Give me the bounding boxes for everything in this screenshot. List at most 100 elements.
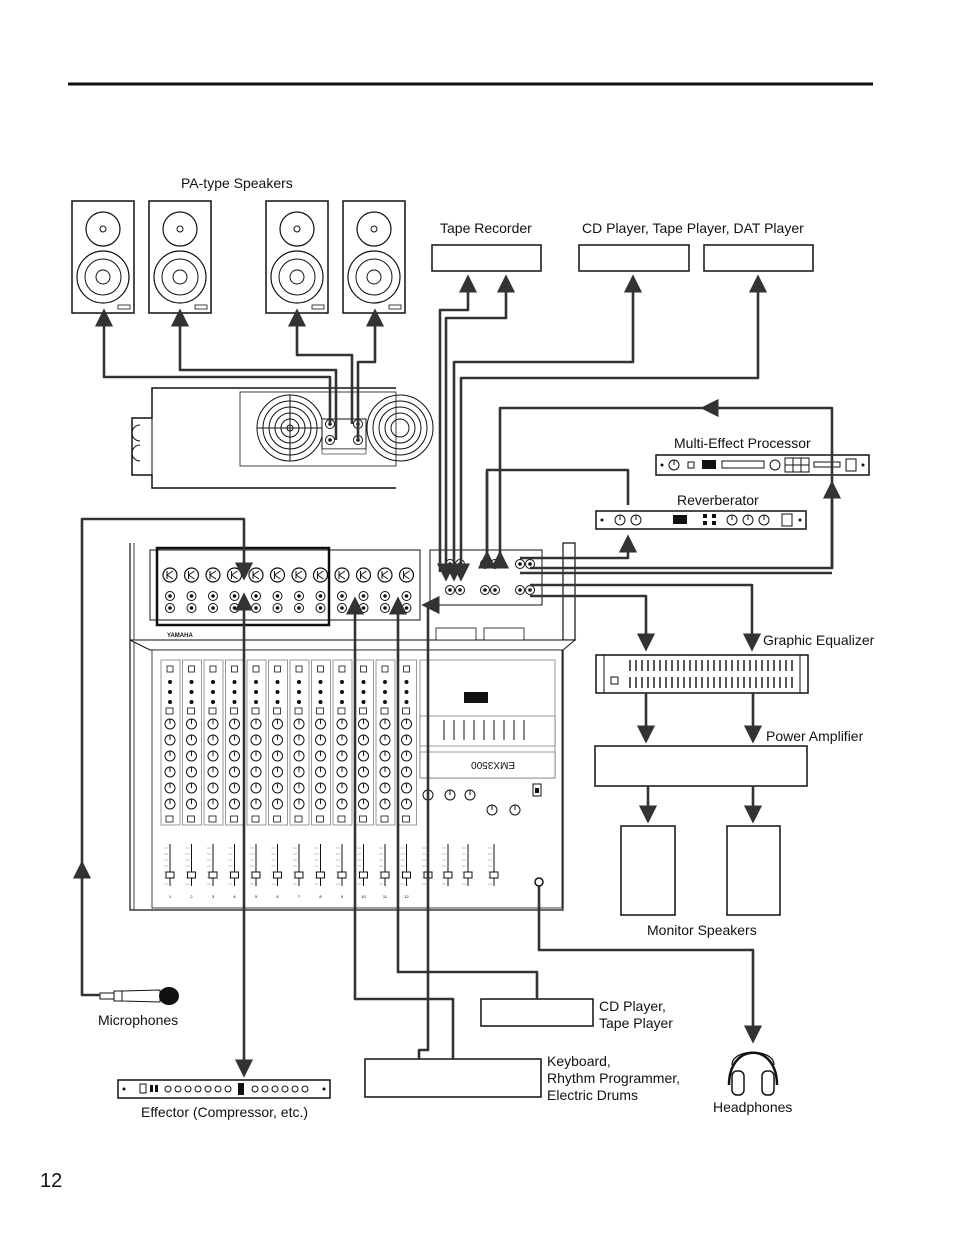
insert-jack-12 [401, 603, 412, 613]
main-power-amplifier [131, 387, 434, 489]
keyboard-line-3: Electric Drums [547, 1087, 639, 1103]
channel-strip-2 [183, 660, 202, 825]
channel-number-1: 1 [169, 894, 172, 899]
line-input-1 [165, 591, 175, 601]
mixer-model: EMX3500 [471, 759, 515, 770]
cd-tape-line-1: CD Player, [599, 998, 666, 1014]
channel-number-6: 6 [276, 894, 279, 899]
line-input-12 [401, 591, 412, 601]
channel-number-5: 5 [255, 894, 258, 899]
cd-tape-player-box [480, 998, 594, 1027]
line-input-2 [186, 591, 197, 601]
xlr-input-8 [312, 567, 329, 583]
cd-tape-dat-label: CD Player, Tape Player, DAT Player [582, 220, 804, 236]
fan-left-icon [256, 394, 324, 462]
page-number: 12 [40, 1170, 63, 1192]
keyboard-line-2: Rhythm Programmer, [547, 1070, 681, 1086]
pa-speakers-label: PA-type Speakers [181, 175, 293, 191]
insert-jack-5 [251, 603, 261, 613]
graphic-equalizer [595, 654, 809, 694]
monitor-speaker-2 [726, 825, 781, 916]
channel-number-12: 12 [404, 894, 409, 899]
reverberator [595, 510, 807, 530]
line-input-8 [315, 591, 326, 601]
line-input-3 [208, 591, 218, 601]
keyboard-line-1: Keyboard, [547, 1053, 611, 1069]
xlr-input-10 [355, 567, 372, 583]
channel-strip-10 [355, 660, 374, 825]
channel-strip-5 [247, 660, 266, 825]
pa-speaker-3 [265, 200, 329, 314]
insert-jack-7 [294, 603, 304, 613]
microphone-icon [99, 987, 179, 1005]
channel-number-10: 10 [361, 894, 366, 899]
effector-label: Effector (Compressor, etc.) [141, 1104, 309, 1120]
keyboard-label: Keyboard, Rhythm Programmer, Electric Dr… [547, 1053, 680, 1104]
channel-strip-6 [269, 660, 288, 825]
channel-strip-11 [376, 660, 395, 825]
pa-speaker-4 [342, 200, 406, 314]
channel-number-9: 9 [341, 894, 344, 899]
pa-speaker-1 [71, 200, 135, 314]
channel-strip-8 [312, 660, 331, 825]
cd-tape-player-label: CD Player, Tape Player [599, 998, 673, 1032]
channel-strip-12 [398, 660, 417, 825]
channel-number-4: 4 [233, 894, 236, 899]
channel-number-2: 2 [190, 894, 193, 899]
xlr-input-4 [226, 567, 243, 583]
phones-jack [534, 877, 544, 887]
mixer-brand: YAMAHA [167, 633, 193, 639]
cd-player-box-1 [578, 244, 690, 272]
monitor-speaker-1 [620, 825, 676, 916]
insert-jack-10 [358, 603, 369, 613]
xlr-input-2 [183, 567, 200, 583]
insert-jack-8 [315, 603, 326, 613]
channel-number-7: 7 [298, 894, 301, 899]
line-input-4 [229, 591, 240, 601]
headphones-label: Headphones [713, 1099, 793, 1115]
xlr-input-6 [269, 567, 286, 583]
insert-jack-2 [186, 603, 197, 613]
line-input-9 [337, 591, 347, 601]
channel-number-3: 3 [212, 894, 215, 899]
xlr-input-5 [248, 567, 264, 583]
monitor-power-amplifier [594, 745, 808, 787]
channel-number-11: 11 [383, 894, 388, 899]
tape-recorder-box [431, 244, 542, 272]
cd-player-box-2 [703, 244, 814, 272]
insert-jack-1 [165, 603, 175, 613]
keyboard-box [364, 1058, 542, 1098]
line-input-5 [251, 591, 261, 601]
xlr-input-11 [377, 567, 393, 583]
line-input-11 [380, 591, 390, 601]
channel-strip-1 [161, 660, 180, 825]
power-amp-label: Power Amplifier [766, 728, 864, 744]
channel-strip-9 [333, 660, 352, 825]
insert-jack-11 [380, 603, 390, 613]
insert-jack-3 [208, 603, 218, 613]
pa-speaker-2 [148, 200, 212, 314]
reverberator-label: Reverberator [677, 492, 759, 508]
channel-number-8: 8 [319, 894, 322, 899]
line-input-6 [272, 591, 283, 601]
connection-cables [72, 274, 842, 1078]
insert-jack-6 [272, 603, 283, 613]
microphones-label: Microphones [98, 1012, 179, 1028]
xlr-input-12 [398, 567, 415, 583]
channel-strip-7 [290, 660, 309, 825]
cd-tape-line-2: Tape Player [599, 1015, 673, 1031]
multi-effect-processor [655, 454, 870, 476]
headphones-icon [727, 1051, 779, 1096]
channel-strip-4 [226, 660, 245, 825]
fan-right-icon [366, 394, 434, 462]
xlr-input-1 [162, 567, 178, 583]
line-input-10 [358, 591, 369, 601]
insert-jack-9 [337, 603, 347, 613]
monitor-speakers-label: Monitor Speakers [647, 922, 757, 938]
multi-effect-label: Multi-Effect Processor [674, 435, 811, 451]
effector-compressor [117, 1079, 331, 1099]
xlr-input-3 [205, 567, 221, 583]
tape-recorder-label: Tape Recorder [440, 220, 532, 236]
